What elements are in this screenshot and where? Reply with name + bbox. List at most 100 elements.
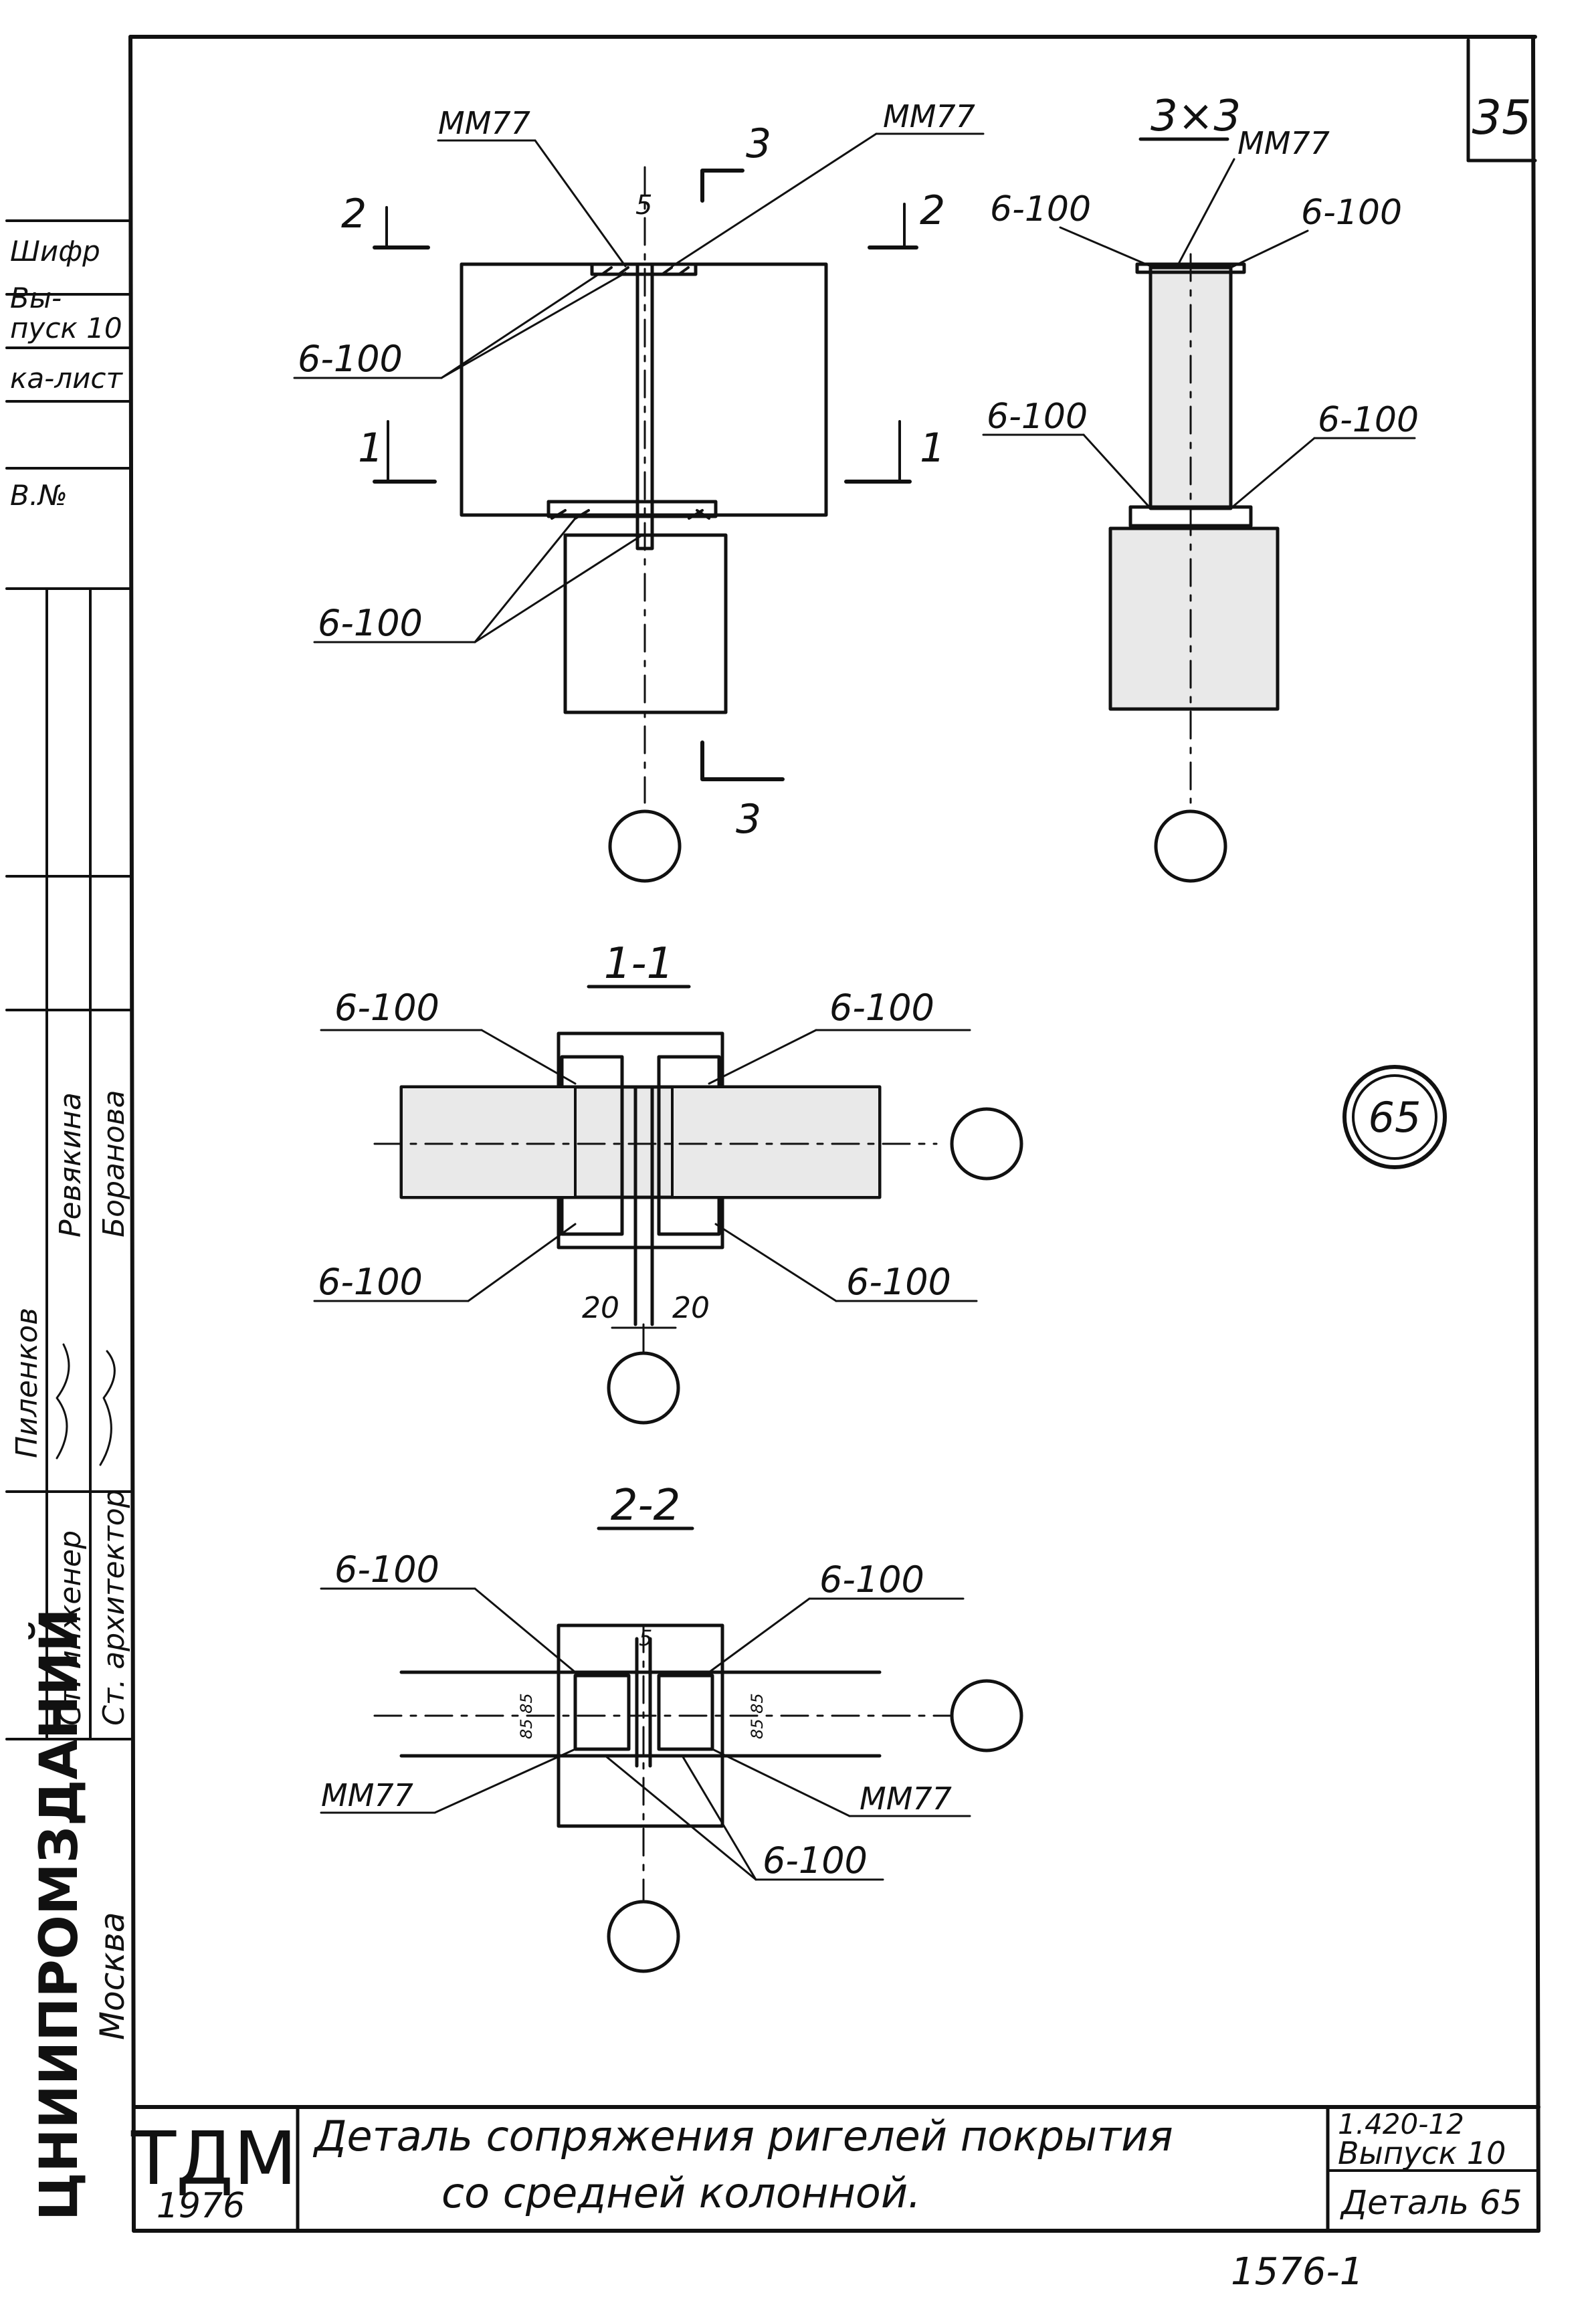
section-2-2-mm77-right: ММ77 [860,1781,952,1817]
leader-mm77-right [671,132,878,268]
elev-section-3-bottom: 3 [736,796,761,843]
section-3-3-weld-top-left: 6-100 [990,189,1091,229]
section-1-1-title: 1-1 [604,939,674,989]
leader-3-3-mid-left [1082,433,1152,510]
section-2-2-dim-left: 85 85 [517,1693,536,1739]
signatures [56,1343,116,1466]
section-3-3-mm77: ММ77 [1237,125,1330,161]
section-1-1-weld-bottom-left: 6-100 [318,1261,423,1303]
elev-section-3-top: 3 [746,120,771,167]
name-boranova: Боранова [97,1090,131,1237]
section-2-2-mm77-left: ММ77 [321,1777,413,1813]
weld-marks-lower [551,509,710,520]
title-block-year: 1976 [157,2186,245,2226]
section-2-2-dim-5: 5 [639,1625,652,1651]
issue-number: Выпуск 10 [1338,2135,1506,2171]
elev-mm77-right: ММ77 [883,98,975,134]
name-pilenkov: Пиленков [10,1308,44,1458]
elevation-view [293,132,985,883]
detail-circle [1342,1065,1447,1169]
section-3-3-view [982,137,1416,883]
detail-circle-inner [1352,1074,1437,1160]
detail-number: Деталь 65 [1340,2183,1522,2222]
section-1-1-weld-top-right: 6-100 [829,987,934,1029]
elev-section-1-right: 1 [920,425,945,472]
section-1-1-dim-left: 20 [582,1291,619,1325]
leader-3-3-mid-right [1229,437,1316,510]
elev-weld-upper: 6-100 [298,338,403,380]
section-3-top-marker [700,169,744,203]
section-2-2-weld-top-right: 6-100 [819,1559,924,1601]
leader-1-1-top-right [708,1029,817,1085]
leader-3-3-top-right [1229,229,1309,269]
leader-weld-lower-2 [474,534,643,643]
axis-circle-1-1-right [950,1107,1023,1181]
title-line-2: со средней колонной. [441,2169,921,2217]
section-2-2-weld-top-left: 6-100 [334,1548,439,1591]
page-number: 35 [1472,90,1531,145]
section-3-3-weld-mid-left: 6-100 [987,397,1088,437]
section-2-2-weld-bottom: 6-100 [763,1839,868,1882]
leader-2-2-mm77-right [711,1748,851,1817]
strip-label-pusk: пуск 10 [10,312,122,344]
leader-3-3-top-left [1059,226,1155,269]
role-senior-engineer: Ст. инженер [54,1530,88,1726]
leader-2-2-top-left [474,1587,577,1674]
section-1-1-dim-right: 20 [672,1291,710,1325]
leader-weld-lower-1 [474,517,577,643]
elev-mm77-left: ММ77 [438,105,530,141]
weld-marks-upper [601,266,690,276]
leader-2-2-mm77-left [433,1748,577,1814]
sheet-handwritten-number: 1576-1 [1231,2250,1363,2294]
right-beam-end-1-1 [671,1086,881,1199]
axis-circle-2-2-right [950,1679,1023,1752]
elev-section-2-left: 2 [341,191,367,237]
section-1-1-weld-top-left: 6-100 [334,987,439,1029]
leader-2-2-top-right [708,1597,811,1674]
org-name: ЦНИИПРОМЗДАНИЙ [28,1608,90,2221]
bearing-plate [546,500,718,518]
right-plate-2-2 [657,1674,714,1751]
leader-weld-upper-2 [440,273,600,379]
series-number: 1.420-12 [1338,2108,1464,2140]
title-block [132,2105,1540,2233]
leader-1-1-bottom-right [714,1223,837,1302]
strip-label-vy: Вы- [10,282,62,314]
axis-circle-2-2-bottom [607,1900,680,1973]
axis-circle-3-3 [1154,809,1227,883]
logo-tdm: ТДМ [130,2116,297,2201]
column-plan-2-2 [557,1623,724,1828]
detail-circle-number: 65 [1369,1093,1421,1142]
elev-dim-5: 5 [635,190,652,221]
left-strip [5,219,132,1740]
leader-1-1-top-left [480,1029,577,1085]
axis-circle-1-1-bottom [607,1351,680,1425]
leader-3-3-mm77 [1176,158,1235,268]
strip-label-list: ка-лист [10,362,123,395]
section-3-3-title: 3×3 [1151,92,1241,141]
leader-1-1-bottom-left [467,1223,577,1302]
title-line-1: Деталь сопряжения ригелей покрытия [312,2112,1173,2161]
section-2-2-title: 2-2 [611,1481,681,1530]
strip-label-shifr: Шифр [10,235,100,268]
section-3-3-weld-mid-right: 6-100 [1318,400,1419,440]
elev-weld-lower: 6-100 [318,602,423,644]
name-revyakina: Ревякина [54,1092,88,1237]
section-2-2-dim-right: 85 85 [748,1693,767,1739]
leader-weld-upper-1 [440,272,627,379]
section-1-1-view [313,985,1023,1425]
leader-2-2-bottom-2 [681,1754,757,1881]
frame-right-line [1531,35,1540,2233]
section-3-3-weld-top-right: 6-100 [1301,193,1402,233]
left-plate-2-2 [573,1674,631,1751]
strip-label-inv: В.№ [10,479,68,512]
elev-section-2-right: 2 [920,187,945,234]
section-2-2-view [320,1526,1023,1973]
leader-2-2-bottom-1 [604,1754,757,1881]
column-section-3-3 [1108,526,1280,711]
section-3-bottom-marker [700,740,785,781]
org-city: Москва [93,1912,132,2040]
section-1-1-weld-bottom-right: 6-100 [846,1261,951,1303]
role-senior-architect: Ст. архитектор [97,1489,131,1726]
